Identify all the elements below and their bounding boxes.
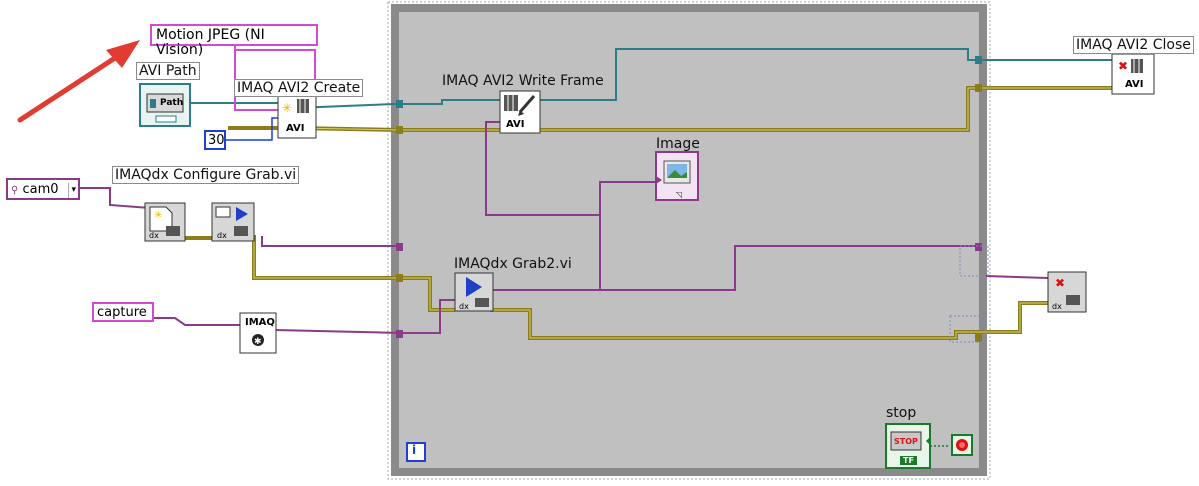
image-label: Image: [656, 136, 700, 152]
svg-text:dx: dx: [459, 302, 469, 311]
avi-close-label: IMAQ AVI2 Close: [1073, 36, 1194, 54]
svg-text:dx: dx: [149, 231, 159, 240]
svg-text:dx: dx: [1052, 302, 1062, 311]
grab2-label: IMAQdx Grab2.vi: [454, 256, 572, 272]
avi-path-label: AVI Path: [136, 62, 200, 80]
stop-tf-text: TF: [900, 456, 917, 465]
codec-callout: Motion JPEG (NI Vision): [150, 24, 318, 58]
camera-constant[interactable]: ⚲ cam0 ▾: [6, 178, 80, 200]
tunnels: [396, 56, 989, 343]
svg-text:✱: ✱: [254, 337, 262, 347]
path-constant-text: Path: [160, 98, 184, 108]
frame-rate-value: 30: [208, 133, 225, 148]
avi-write-label: IMAQ AVI2 Write Frame: [442, 73, 604, 89]
string-wire: [234, 45, 280, 111]
grab-start-icon: dx: [211, 202, 255, 242]
avi-create-text: AVI: [286, 123, 305, 134]
svg-text:✖: ✖: [1118, 59, 1128, 73]
configure-grab-label: IMAQdx Configure Grab.vi: [112, 166, 300, 184]
iteration-terminal: [406, 442, 426, 462]
svg-text:✳: ✳: [154, 210, 162, 221]
stream-close-icon: ✖ dx: [1047, 271, 1087, 313]
codec-callout-text: Motion JPEG (NI Vision): [156, 27, 265, 58]
svg-text:✖: ✖: [1055, 276, 1065, 290]
svg-text:dx: dx: [217, 231, 227, 240]
svg-text:✳: ✳: [282, 101, 292, 115]
image-indicator-icon: ◹: [655, 151, 699, 201]
session-name-value: capture: [97, 305, 147, 320]
grab2-icon: dx: [454, 272, 494, 312]
avi-create-label: IMAQ AVI2 Create: [234, 79, 364, 97]
configure-grab-icon: ✳ dx: [144, 202, 186, 242]
camera-value: cam0: [22, 182, 59, 197]
frame-rate-constant[interactable]: 30: [204, 130, 226, 150]
callout-arrow: [17, 40, 140, 123]
avi-create-icon: ✳: [277, 95, 317, 139]
numeric-wire: [225, 117, 280, 141]
avi-close-text: AVI: [1125, 79, 1144, 90]
path-constant-icon: [139, 83, 191, 127]
stop-label: stop: [886, 405, 917, 421]
avi-write-icon: [499, 90, 541, 134]
session-name-constant[interactable]: capture: [92, 302, 154, 322]
imaq-create-text: IMAQ: [245, 317, 275, 328]
avi-close-icon: ✖: [1111, 53, 1155, 95]
while-loop: [391, 4, 987, 476]
loop-condition-icon: [951, 434, 973, 456]
camera-icon: ⚲: [11, 185, 19, 196]
iteration-terminal-text: i: [412, 443, 417, 457]
svg-text:◹: ◹: [675, 190, 682, 199]
dropdown-icon[interactable]: ▾: [68, 183, 76, 198]
stop-button-text: STOP: [894, 437, 918, 446]
avi-write-text: AVI: [506, 119, 525, 130]
imaq-create-icon: ✱: [239, 312, 277, 354]
